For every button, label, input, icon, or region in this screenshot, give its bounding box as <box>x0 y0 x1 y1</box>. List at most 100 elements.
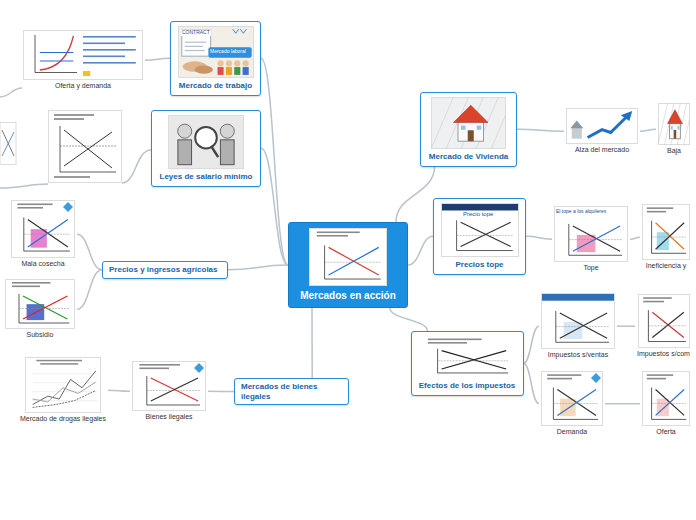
leader-line <box>122 150 151 183</box>
figure-thumbnail <box>2 130 14 156</box>
thumbnail-shape <box>643 301 664 303</box>
connector <box>396 167 435 222</box>
thumbnail-shape <box>656 390 685 416</box>
thumbnail-shape <box>648 325 685 326</box>
thumbnail-shape <box>652 312 683 337</box>
thumbnail-shape <box>438 349 509 373</box>
thumbnail-shape <box>572 128 582 139</box>
leader-line <box>0 88 22 97</box>
thumbnail-shape <box>419 337 516 378</box>
thumbnail-shape <box>460 222 510 246</box>
thumbnail-shape <box>656 390 685 416</box>
topic-label: Alza del mercado <box>565 146 639 154</box>
thumbnail-shape <box>658 103 668 145</box>
thumbnail-image <box>566 108 638 144</box>
thumbnail-shape <box>310 229 387 286</box>
thumbnail-shape <box>542 294 614 301</box>
thumbnail-shape <box>178 140 192 165</box>
thumbnail-shape <box>647 378 666 380</box>
leaf-topic: Impuestos s/ventas <box>539 293 617 359</box>
thumbnail-shape <box>40 52 74 53</box>
thumbnail-image <box>541 293 615 349</box>
thumbnail-shape <box>232 29 238 33</box>
thumbnail-shape <box>23 296 67 319</box>
thumbnail-shape <box>553 388 598 420</box>
thumbnail-shape <box>468 130 474 141</box>
thumbnail-shape <box>12 286 40 288</box>
thumbnail-shape <box>556 326 609 327</box>
thumbnail-image <box>23 30 143 80</box>
topic-label: Impuestos s/com <box>636 350 691 358</box>
thumbnail-shape <box>671 126 673 129</box>
topic-label: Precios y ingresos agrícolas <box>109 265 221 275</box>
connector <box>108 390 130 391</box>
thumbnail-shape <box>83 36 136 38</box>
thumbnail-shape <box>560 313 607 338</box>
thumbnail-shape <box>234 67 240 75</box>
thumbnail-shape <box>542 372 603 426</box>
thumbnail-shape <box>678 126 680 129</box>
central-topic: Mercados en acción <box>288 222 408 308</box>
thumbnail-shape <box>133 362 206 411</box>
thumbnail-shape <box>442 351 507 369</box>
thumbnail-shape <box>557 390 596 416</box>
connector <box>640 129 656 131</box>
leaf-topic: Mercado de drogas ilegales <box>18 357 108 423</box>
thumbnail-shape <box>19 294 69 323</box>
thumbnail-shape <box>652 237 687 238</box>
thumbnail-shape <box>63 202 73 212</box>
thumbnail-shape <box>570 121 583 129</box>
connector <box>524 363 540 403</box>
leaf-topic: Bienes ilegales <box>130 361 208 421</box>
thumbnail-shape <box>556 311 609 342</box>
thumbnail-shape <box>31 229 47 248</box>
thumbnail-image <box>642 371 690 426</box>
thumbnail-shape <box>83 71 90 76</box>
topic-label: Leyes de salario mínimo <box>157 172 255 182</box>
background-art <box>0 88 151 188</box>
thumbnail-shape <box>33 382 98 383</box>
figure-thumbnail <box>49 111 122 183</box>
thumbnail-shape <box>83 43 125 45</box>
thumbnail-shape <box>684 103 690 145</box>
thumbnail-shape <box>621 111 633 121</box>
thumbnail-shape <box>151 378 198 401</box>
thumbnail-shape <box>184 50 204 51</box>
figure-thumbnail <box>64 132 112 166</box>
branch-topic: Mercados de bienes ilegales <box>234 378 349 405</box>
thumbnail-shape <box>217 60 223 66</box>
thumbnail-shape <box>33 371 96 405</box>
thumbnail-shape <box>242 60 248 66</box>
connector-group <box>77 58 656 403</box>
thumbnail-shape <box>652 388 687 420</box>
thumbnail-shape <box>36 360 82 362</box>
thumbnail-shape <box>560 399 576 417</box>
thumbnail-shape <box>657 399 669 417</box>
thumbnail-shape <box>211 146 218 157</box>
figure-thumbnail <box>60 126 116 172</box>
thumbnail-shape <box>458 121 484 141</box>
topic-label: Demanda <box>540 428 604 436</box>
thumbnail-shape <box>569 224 622 255</box>
thumbnail-image <box>418 336 516 378</box>
topic-label: Tope <box>553 264 629 272</box>
figure-thumbnail <box>60 146 116 147</box>
thumbnail-shape <box>33 373 98 374</box>
thumbnail-shape <box>325 245 381 279</box>
topic-label: Precios tope <box>439 260 520 270</box>
image-label: El tope a los alquileres <box>555 209 607 215</box>
thumbnail-shape <box>573 226 620 251</box>
leader-line <box>0 184 48 188</box>
thumbnail-shape <box>40 61 74 62</box>
thumbnail-shape <box>438 360 509 361</box>
thumbnail-shape <box>652 403 687 404</box>
thumbnail-shape <box>442 204 518 210</box>
topic-label: Mala cosecha <box>10 260 76 268</box>
thumbnail-image <box>25 357 101 413</box>
thumbnail-shape <box>40 36 74 70</box>
thumbnail-shape <box>17 203 52 205</box>
thumbnail-shape <box>442 351 507 369</box>
thumbnail-shape <box>460 222 510 246</box>
thumbnail-image <box>168 115 244 169</box>
